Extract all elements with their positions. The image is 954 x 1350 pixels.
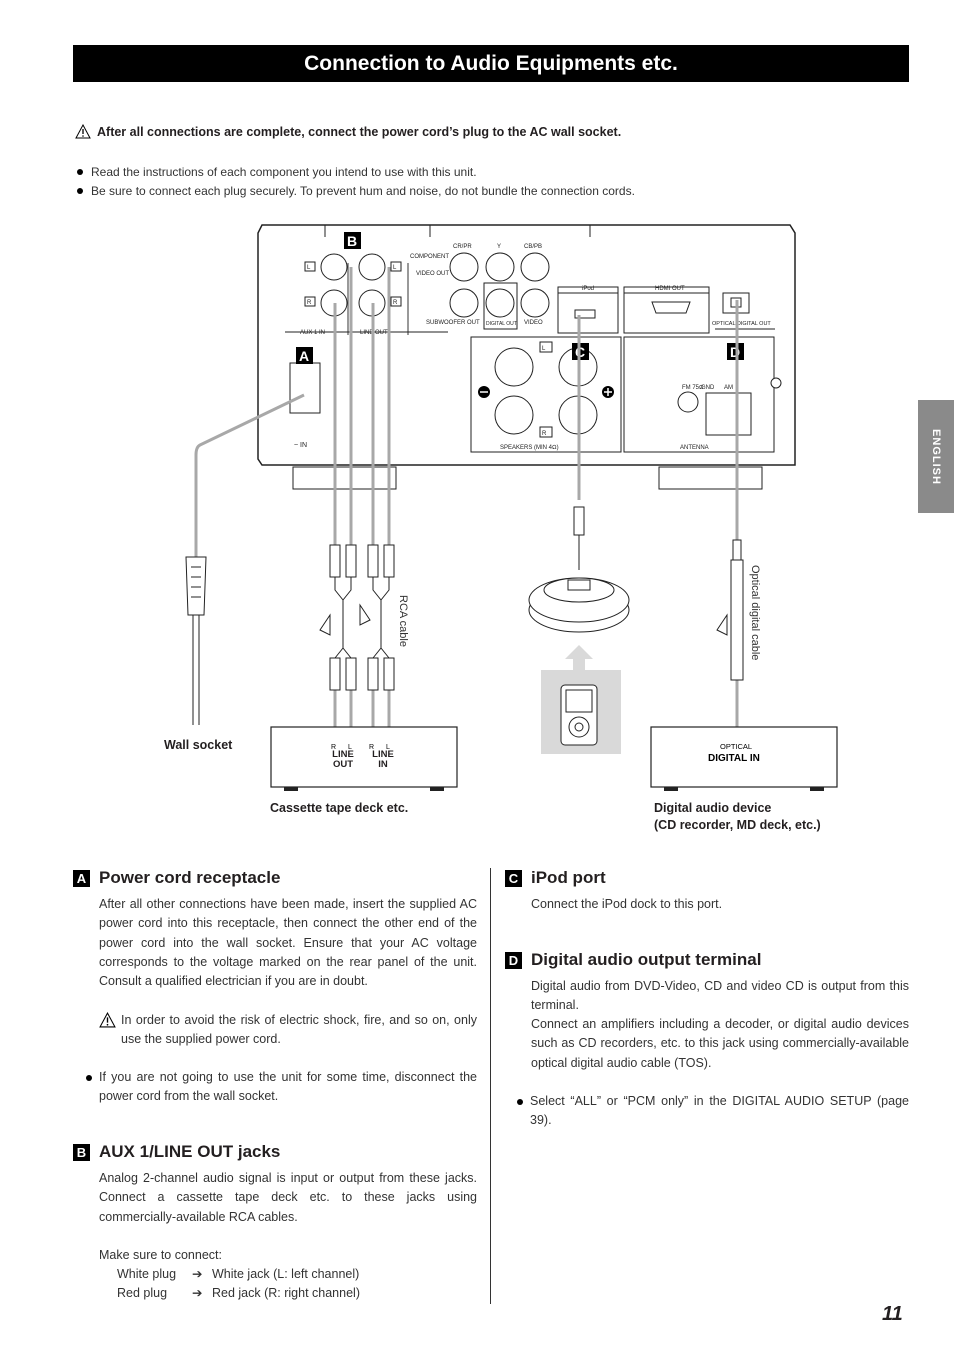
svg-text:CR/PR: CR/PR	[453, 244, 472, 250]
svg-text:AUX 1 IN: AUX 1 IN	[300, 330, 325, 336]
bullet-icon	[517, 1099, 523, 1105]
svg-text:R: R	[331, 744, 336, 751]
svg-text:L: L	[542, 346, 546, 352]
page-title: Connection to Audio Equipments etc.	[73, 45, 909, 82]
svg-text:OPTICAL: OPTICAL	[720, 742, 752, 751]
section-d-heading: D Digital audio output terminal	[505, 950, 761, 970]
wall-socket-label: Wall socket	[164, 738, 233, 752]
digital-audio-device: OPTICAL DIGITAL IN	[650, 726, 838, 791]
digital-device-caption-2: (CD recorder, MD deck, etc.)	[654, 818, 821, 832]
plug-row: White plug ➔ White jack (L: left channel…	[117, 1265, 437, 1284]
section-d-bullet: Select “ALL” or “PCM only” in the DIGITA…	[517, 1092, 909, 1131]
section-a-warning: In order to avoid the risk of electric s…	[99, 1011, 477, 1050]
section-a-bullet: If you are not going to use the unit for…	[86, 1068, 477, 1107]
section-b-body: Analog 2-channel audio signal is input o…	[99, 1171, 477, 1224]
svg-text:B: B	[347, 233, 357, 249]
svg-text:R: R	[393, 300, 398, 306]
svg-text:L: L	[348, 744, 352, 751]
svg-text:~ IN: ~ IN	[294, 442, 307, 449]
section-d-body-1: Digital audio from DVD-Video, CD and vid…	[531, 979, 909, 1013]
cassette-deck-caption: Cassette tape deck etc.	[270, 801, 409, 815]
rca-plugs	[319, 544, 395, 691]
section-d-body-2: Connect an amplifiers including a decode…	[531, 1017, 909, 1070]
bullet-icon	[86, 1075, 92, 1081]
svg-text:SUBWOOFER OUT: SUBWOOFER OUT	[426, 320, 480, 326]
svg-text:SPEAKERS (MIN 4Ω): SPEAKERS (MIN 4Ω)	[500, 445, 559, 451]
digital-device-caption-1: Digital audio device	[654, 801, 772, 815]
svg-text:OPTICAL DIGITAL OUT: OPTICAL DIGITAL OUT	[712, 321, 771, 327]
rear-panel	[257, 224, 796, 490]
bullet-icon	[77, 169, 83, 175]
svg-text:ANTENNA: ANTENNA	[680, 445, 709, 451]
svg-text:L: L	[393, 265, 397, 271]
column-divider	[490, 868, 491, 1304]
page-number: 11	[882, 1303, 903, 1325]
optical-plug	[716, 539, 744, 681]
bullet-item: Read the instructions of each component …	[77, 165, 477, 179]
section-a-heading: A Power cord receptacle	[73, 868, 280, 888]
svg-text:L: L	[307, 265, 311, 271]
svg-text:DIGITAL IN: DIGITAL IN	[708, 753, 760, 764]
warning-text: After all connections are complete, conn…	[97, 124, 622, 139]
warning-icon	[99, 1012, 116, 1028]
section-a-body: After all other connections have been ma…	[99, 897, 477, 989]
svg-text:R: R	[369, 744, 374, 751]
svg-text:DIGITAL OUT: DIGITAL OUT	[486, 321, 517, 327]
ipod-dock	[528, 506, 630, 754]
svg-text:Optical digital cable: Optical digital cable	[749, 565, 761, 660]
svg-text:R: R	[307, 300, 312, 306]
arrow-right-icon: ➔	[192, 1267, 203, 1281]
power-plug	[185, 556, 207, 725]
warning-icon	[75, 124, 91, 139]
svg-text:Y: Y	[497, 244, 501, 250]
cables	[194, 267, 739, 730]
svg-text:VIDEO OUT: VIDEO OUT	[416, 271, 449, 277]
svg-text:A: A	[299, 348, 309, 364]
top-warning: After all connections are complete, conn…	[75, 124, 621, 139]
svg-text:COMPONENT: COMPONENT	[410, 254, 449, 260]
svg-text:D: D	[730, 344, 740, 360]
bullet-item: Be sure to connect each plug securely. T…	[77, 184, 635, 198]
svg-text:GND: GND	[701, 385, 715, 391]
svg-text:R: R	[542, 431, 547, 437]
section-b-heading: B AUX 1/LINE OUT jacks	[73, 1142, 280, 1162]
svg-text:FM 75Ω: FM 75Ω	[682, 385, 704, 391]
section-b-make-sure: Make sure to connect:	[99, 1248, 222, 1262]
svg-text:RCA cable: RCA cable	[397, 595, 409, 647]
language-tab: ENGLISH	[918, 400, 954, 513]
deck-line-in-label: LINE IN	[372, 750, 394, 770]
bullet-icon	[77, 188, 83, 194]
svg-text:CB/PB: CB/PB	[524, 244, 542, 250]
deck-line-out-label: LINE OUT	[332, 750, 354, 770]
svg-text:HDMI OUT: HDMI OUT	[655, 286, 685, 292]
svg-text:L: L	[386, 744, 390, 751]
plug-row: Red plug ➔ Red jack (R: right channel)	[117, 1284, 437, 1303]
plug-table: White plug ➔ White jack (L: left channel…	[117, 1265, 437, 1304]
svg-text:iPod: iPod	[582, 286, 594, 292]
cassette-deck: R L R L	[270, 726, 458, 791]
connection-diagram: COMPONENT CR/PR Y CB/PB VIDEO OUT SUBWOO…	[185, 224, 838, 791]
section-c-body: Connect the iPod dock to this port.	[531, 897, 723, 911]
svg-text:VIDEO: VIDEO	[524, 320, 543, 326]
svg-text:AM: AM	[724, 385, 733, 391]
section-c-heading: C iPod port	[505, 868, 606, 888]
arrow-right-icon: ➔	[192, 1286, 203, 1301]
